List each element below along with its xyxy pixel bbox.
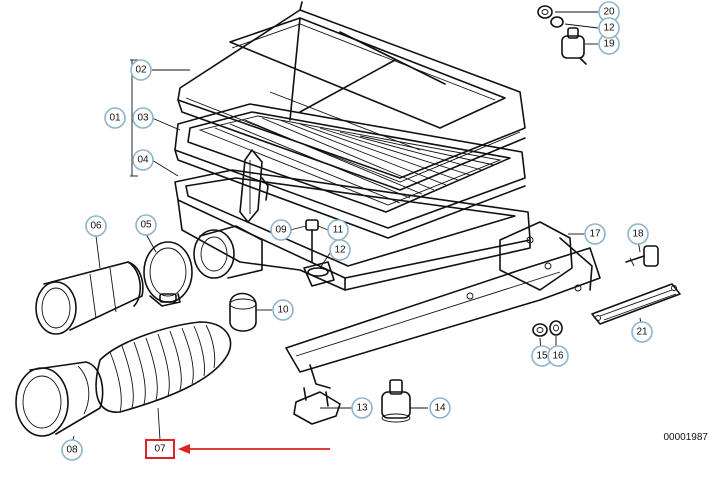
- svg-text:17: 17: [589, 229, 601, 240]
- highlight-07: 07: [145, 439, 175, 459]
- part-ground-strap-21: [591, 283, 681, 325]
- svg-text:05: 05: [140, 220, 152, 231]
- svg-text:04: 04: [137, 155, 149, 166]
- part-corrugated-hose-07: [95, 321, 232, 413]
- svg-text:16: 16: [552, 351, 564, 362]
- highlighted-part-label: 07: [154, 444, 166, 455]
- callout-01: 01: [104, 107, 126, 129]
- callout-13: 13: [351, 397, 373, 419]
- svg-text:03: 03: [137, 113, 149, 124]
- svg-text:01: 01: [109, 113, 121, 124]
- svg-text:08: 08: [66, 445, 78, 456]
- svg-text:15: 15: [536, 351, 548, 362]
- part-washer-16: [549, 320, 563, 336]
- svg-text:20: 20: [603, 7, 615, 18]
- callout-20: 20: [598, 1, 620, 23]
- part-cover-02: [177, 1, 526, 191]
- svg-text:12: 12: [334, 245, 346, 256]
- svg-text:19: 19: [603, 39, 615, 50]
- leader-lines: [69, 11, 643, 451]
- svg-text:10: 10: [277, 305, 289, 316]
- part-lower-housing-04: [174, 149, 531, 291]
- callout-10: 10: [272, 299, 294, 321]
- highlight-arrow: [178, 444, 330, 454]
- part-filter-element-03: [174, 103, 526, 239]
- callout-03: 03: [132, 107, 154, 129]
- part-rubber-mount-14: [381, 379, 411, 423]
- catalog-number: 00001987: [664, 432, 709, 443]
- svg-text:09: 09: [275, 225, 287, 236]
- callout-12-top: 12: [598, 17, 620, 39]
- svg-text:18: 18: [632, 229, 644, 240]
- callout-18: 18: [627, 223, 649, 245]
- part-intake-sleeve-06: [35, 261, 144, 335]
- svg-text:12: 12: [603, 23, 615, 34]
- callout-04: 04: [132, 149, 154, 171]
- part-nut-20: [537, 5, 553, 19]
- part-stud-mount-18: [625, 245, 659, 267]
- svg-text:21: 21: [636, 327, 648, 338]
- callout-19: 19: [598, 33, 620, 55]
- svg-text:06: 06: [90, 221, 102, 232]
- callout-21: 21: [631, 321, 653, 343]
- svg-text:11: 11: [333, 225, 344, 236]
- callout-08: 08: [61, 439, 83, 461]
- callout-17: 17: [584, 223, 606, 245]
- callout-09: 09: [270, 219, 292, 241]
- part-hose-clamp-05: [143, 241, 193, 307]
- callout-16: 16: [547, 345, 569, 367]
- part-mounting-bracket: [285, 221, 601, 389]
- callout-02: 02: [130, 59, 152, 81]
- callout-11: 11: [327, 219, 349, 241]
- part-nut-15: [532, 323, 548, 337]
- part-rubber-cap-10: [229, 292, 257, 332]
- callout-06: 06: [85, 215, 107, 237]
- svg-text:13: 13: [356, 403, 368, 414]
- callout-15: 15: [531, 345, 553, 367]
- part-rubber-mount-19: [561, 27, 587, 65]
- svg-text:02: 02: [135, 65, 147, 76]
- part-clip-13: [293, 387, 341, 425]
- part-intake-funnel-08: [15, 361, 104, 437]
- callout-14: 14: [429, 397, 451, 419]
- part-intake-snout: [193, 225, 263, 279]
- part-washer-12-top: [550, 16, 564, 28]
- callout-05: 05: [135, 214, 157, 236]
- part-bolt-09: [303, 219, 335, 287]
- callout-12-center: 12: [329, 239, 351, 261]
- svg-text:14: 14: [434, 403, 446, 414]
